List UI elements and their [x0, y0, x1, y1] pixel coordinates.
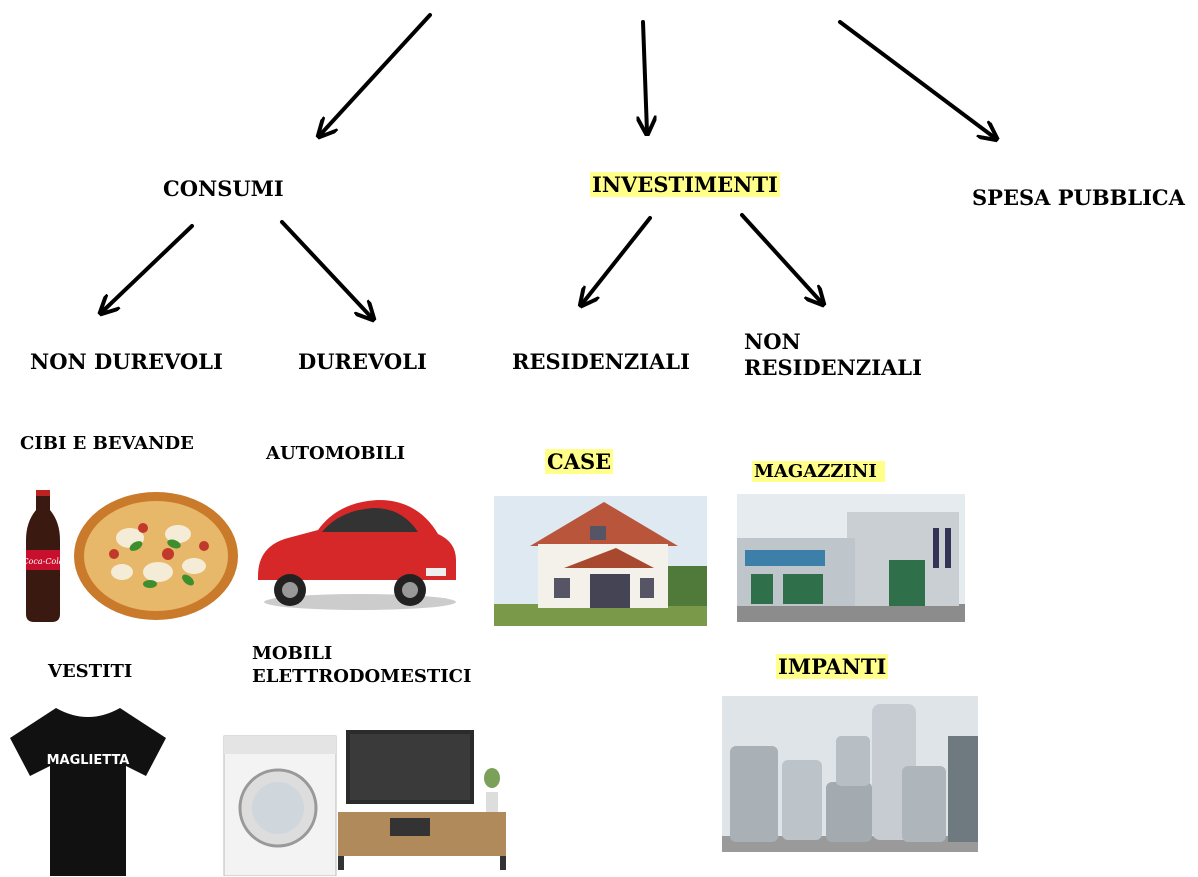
non-residenziali-label: NON RESIDENZIALI: [744, 329, 922, 382]
case-label: CASE: [545, 449, 614, 475]
magazzini-text: MAGAZZINI: [752, 461, 885, 482]
house-icon: [494, 502, 707, 626]
mobili-line1: MOBILI: [252, 643, 333, 664]
arrow-to-non-durevoli: [102, 224, 194, 312]
case-text: CASE: [545, 449, 614, 474]
arrow-to-durevoli: [280, 220, 372, 318]
tanks-icon: [722, 704, 978, 852]
automobili-label: AUTOMOBILI: [266, 443, 406, 464]
tv-icon: [346, 730, 474, 804]
arrow-to-spesa-pubblica: [838, 20, 995, 138]
plant-icon: [484, 768, 500, 812]
arrow-to-consumi: [320, 13, 432, 135]
plant-tanks-image: [722, 696, 978, 852]
arrow-to-residenziali: [582, 216, 652, 304]
house-image: [494, 496, 707, 626]
food-drink-image: Coca-Cola: [18, 488, 240, 624]
impianti-text: IMPANTI: [776, 654, 889, 679]
non-residenziali-line2: RESIDENZIALI: [744, 355, 922, 381]
car-image: [250, 494, 460, 612]
tshirt-icon: MAGLIETTA: [10, 708, 166, 876]
cibi-bevande-label: CIBI E BEVANDE: [20, 433, 194, 454]
tv-cabinet-icon: [338, 812, 506, 870]
spesa-pubblica-label: SPESA PUBBLICA: [972, 185, 1185, 210]
warehouse-image: [737, 494, 965, 622]
pizza-icon: [74, 492, 238, 620]
durevoli-label: DUREVOLI: [298, 349, 427, 374]
magazzini-label: MAGAZZINI: [752, 461, 885, 484]
non-residenziali-line1: NON: [744, 329, 801, 354]
arrow-to-non-residenziali: [740, 213, 822, 303]
non-durevoli-label: NON DUREVOLI: [30, 349, 223, 374]
appliances-image: [220, 726, 510, 876]
investimenti-text: INVESTIMENTI: [590, 172, 780, 197]
car-icon: [258, 500, 456, 610]
soda-label-text: Coca-Cola: [22, 557, 63, 566]
vestiti-label: VESTITI: [48, 661, 133, 682]
soda-bottle-icon: Coca-Cola: [22, 490, 64, 622]
residenziali-label: RESIDENZIALI: [512, 349, 690, 374]
tshirt-print-text: MAGLIETTA: [47, 753, 130, 768]
impianti-label: IMPANTI: [776, 654, 889, 680]
mobili-elettrodomestici-label: MOBILI ELETTRODOMESTICI: [252, 643, 471, 688]
investimenti-label: INVESTIMENTI: [590, 172, 780, 198]
washing-machine-icon: [223, 735, 337, 876]
mobili-line2: ELETTRODOMESTICI: [252, 665, 472, 687]
tshirt-image: MAGLIETTA: [6, 700, 170, 876]
arrow-to-investimenti: [643, 20, 647, 132]
warehouse-icon: [737, 512, 965, 622]
consumi-label: CONSUMI: [163, 176, 284, 201]
